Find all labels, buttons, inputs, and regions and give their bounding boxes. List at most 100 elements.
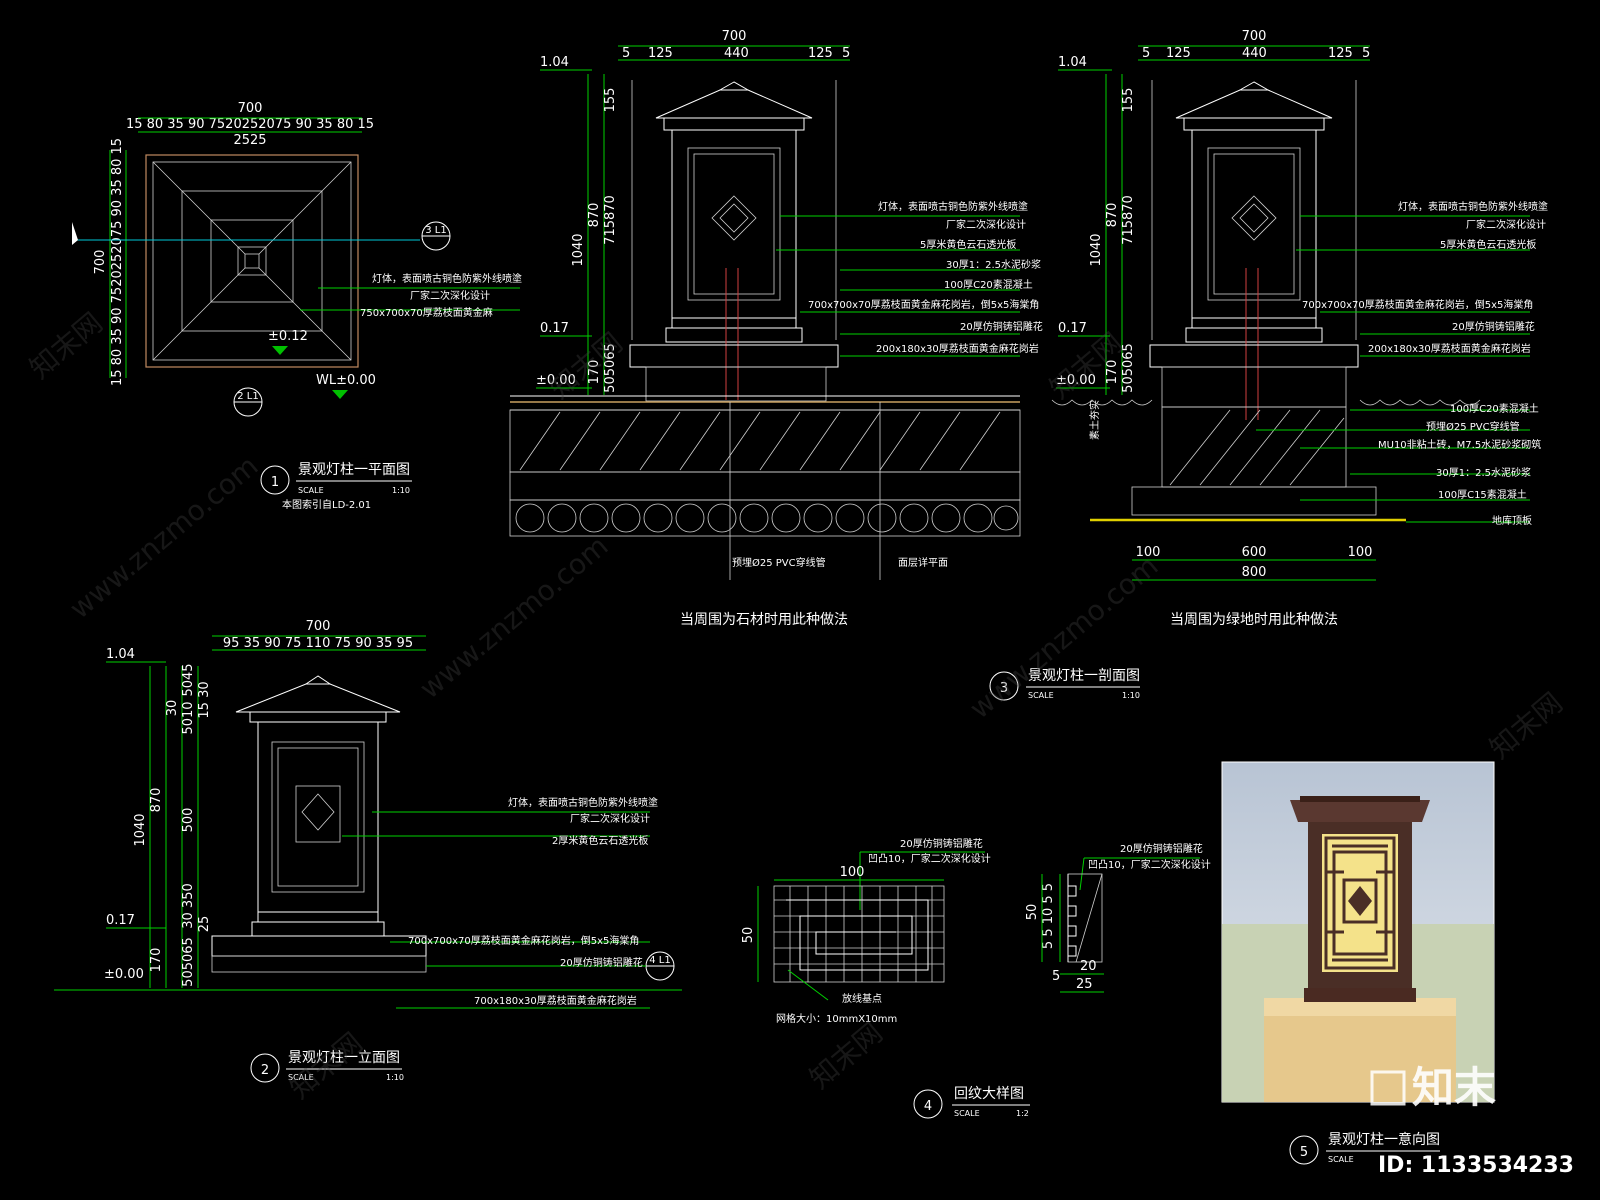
detail-scale: 1:2 — [1016, 1109, 1029, 1118]
detail-side-dim-1: 5 5 10 5 5 — [1041, 883, 1056, 949]
sec-a-v-505065: 505065 — [603, 343, 618, 393]
plan-sec-mark-bottom: 2 L1 — [237, 391, 258, 402]
sec-b-v-870: 870 — [1105, 203, 1120, 228]
sec-a-note-3: 30厚1：2.5水泥砂浆 — [946, 258, 1041, 271]
sec-a-v-870: 870 — [587, 203, 602, 228]
detail-title-num: 4 — [924, 1099, 932, 1114]
sec-b-v-1040: 1040 — [1089, 233, 1104, 266]
sec-b-note-11: 地库顶板 — [1492, 514, 1532, 527]
sec-b-dim-2: 440 — [1242, 46, 1267, 61]
plan-dim-left-total: 700 — [93, 250, 108, 275]
fret-pattern — [773, 885, 945, 983]
detail-side-note-1: 20厚仿铜铸铝雕花 — [1120, 842, 1203, 855]
plan-dim-total: 700 — [238, 101, 263, 116]
sec-b-note-7: 预埋Ø25 PVC穿线管 — [1426, 420, 1520, 433]
elev-v-170: 170 — [149, 948, 164, 973]
sec-a-dim-0: 5 — [622, 46, 630, 61]
sec-b-v-170: 170 — [1105, 360, 1120, 385]
plan-dim-sub: 2525 — [233, 133, 266, 148]
title3-title: 景观灯柱一剖面图 — [1028, 668, 1140, 684]
detail-dim-h: 50 — [741, 927, 756, 944]
sec-b-caption: 当周围为绿地时用此种做法 — [1170, 612, 1338, 628]
sec-a-dim-1: 125 — [648, 46, 673, 61]
plan-dim-row: 15 80 35 90 7520252075 90 35 80 15 — [126, 117, 374, 132]
sec-b-note-0: 灯体，表面喷古铜色防紫外线喷塗 — [1398, 200, 1548, 213]
detail-title: 回纹大样图 — [954, 1086, 1024, 1102]
sec-b-side-label: 素土夯实 — [1088, 400, 1101, 440]
elev-sec-mark: 4 L1 — [649, 955, 670, 966]
wm-brand-5: 知末网 — [803, 1016, 889, 1095]
detail-note-1: 20厚仿铜铸铝雕花 — [900, 837, 983, 850]
plan-scale-label: SCALE — [298, 486, 324, 495]
elev-v-870: 870 — [149, 788, 164, 813]
wm-brand-6: 知末网 — [1483, 686, 1569, 765]
plan-wl-mark: WL±0.00 — [316, 373, 376, 388]
plan-ann-1: 灯体，表面喷古铜色防紫外线喷塗 — [372, 272, 522, 285]
detail-grid-note: 网格大小：10mmX10mm — [776, 1012, 897, 1025]
sec-a-note-2: 5厚米黄色云石透光板 — [920, 238, 1016, 251]
sec-b-note-3: 700x700x70厚荔枝面黄金麻花岗岩，倒5x5海棠角 — [1302, 298, 1533, 311]
sec-b-dim-total: 700 — [1242, 29, 1267, 44]
detail-scale-label: SCALE — [954, 1109, 980, 1118]
sec-b-elev-top: 1.04 — [1058, 55, 1087, 70]
render-title: 景观灯柱一意向图 — [1328, 1131, 1440, 1148]
elev-v-1530: 15 30 — [197, 681, 212, 718]
section-arrow-left — [72, 222, 78, 245]
plan-elev-mark: ±0.12 — [268, 329, 308, 344]
elev-scale-label: SCALE — [288, 1073, 314, 1082]
section-title: 3 景观灯柱一剖面图 SCALE 1:10 — [989, 668, 1140, 701]
title3-scale: 1:10 — [1122, 691, 1140, 700]
elev-v-30: 30 — [165, 700, 180, 717]
elev-scale: 1:10 — [386, 1073, 404, 1082]
sec-b-note-1: 厂家二次深化设计 — [1466, 218, 1546, 231]
elev-note-1: 厂家二次深化设计 — [570, 812, 650, 825]
sec-a-v-170: 170 — [587, 360, 602, 385]
sec-b-note-8: MU10非粘土砖，M7.5水泥砂浆砌筑 — [1378, 438, 1541, 451]
elev-v-5010: 5010 — [181, 701, 196, 734]
plan-ann-2: 厂家二次深化设计 — [410, 289, 490, 302]
detail-side-dim-4: 25 — [1076, 977, 1093, 992]
elev-dim-total: 700 — [306, 619, 331, 634]
elev-note-5: 700x180x30厚荔枝面黄金麻花岗岩 — [474, 994, 637, 1007]
sec-a-note-1: 厂家二次深化设计 — [946, 218, 1026, 231]
elev-note-4: 20厚仿铜铸铝雕花 — [560, 956, 643, 969]
sec-b-note-9: 30厚1：2.5水泥砂浆 — [1436, 466, 1531, 479]
sec-b-dim-4: 5 — [1362, 46, 1370, 61]
sec-b-note-6: 100厚C20素混凝土 — [1450, 402, 1539, 415]
sec-a-caption: 当周围为石材时用此种做法 — [680, 612, 848, 628]
elev-v-30350: 30 350 — [181, 883, 196, 929]
plan-title: 景观灯柱一平面图 — [298, 462, 410, 478]
elev-note-2: 2厚米黄色云石透光板 — [552, 834, 648, 847]
plan-scale: 1:10 — [392, 486, 410, 495]
sec-a-note-4: 100厚C20素混凝土 — [944, 278, 1033, 291]
elev-title: 景观灯柱一立面图 — [288, 1050, 400, 1066]
detail-side-dim-3: 20 — [1080, 959, 1097, 974]
sec-a-dim-3: 125 — [808, 46, 833, 61]
plan-view: 700 15 80 35 90 7520252075 90 35 80 15 2… — [72, 101, 522, 511]
elev-elev-zero: ±0.00 — [104, 967, 144, 982]
sec-a-v-1040: 1040 — [571, 233, 586, 266]
sec-a-dim-2: 440 — [724, 46, 749, 61]
elev-elev-mid: 0.17 — [106, 913, 135, 928]
wm-id: ID: 1133534233 — [1378, 1153, 1574, 1178]
sec-a-elev-zero: ±0.00 — [536, 373, 576, 388]
sec-a-dim-total: 700 — [722, 29, 747, 44]
plan-ann-3: 750x700x70厚荔枝面黄金麻 — [360, 306, 493, 319]
sec-b-elev-zero: ±0.00 — [1056, 373, 1096, 388]
wm-site-1: www.znzmo.com — [63, 449, 264, 625]
sec-a-note-0: 灯体，表面喷古铜色防紫外线喷塗 — [878, 200, 1028, 213]
sec-a-v-715870: 715870 — [603, 195, 618, 245]
elev-elev-top: 1.04 — [106, 647, 135, 662]
elevation-view: 700 95 35 90 75 110 75 90 35 95 1.04 104… — [54, 619, 682, 1083]
elev-dim-row: 95 35 90 75 110 75 90 35 95 — [223, 636, 413, 651]
section-green: 700 5 125 440 125 5 1.04 1040 870 155 71… — [1051, 29, 1548, 628]
sec-b-dim-1: 125 — [1166, 46, 1191, 61]
sec-a-bottom-note-2: 面层详平面 — [898, 556, 948, 569]
detail-dim-w: 100 — [840, 865, 865, 880]
sec-a-note-6: 20厚仿铜铸铝雕花 — [960, 320, 1043, 333]
sec-b-v-715870: 715870 — [1121, 195, 1136, 245]
sec-b-elev-mid: 0.17 — [1058, 321, 1087, 336]
plan-title-num: 1 — [271, 475, 279, 490]
elev-v-500: 500 — [181, 808, 196, 833]
sec-b-v-505065: 505065 — [1121, 343, 1136, 393]
